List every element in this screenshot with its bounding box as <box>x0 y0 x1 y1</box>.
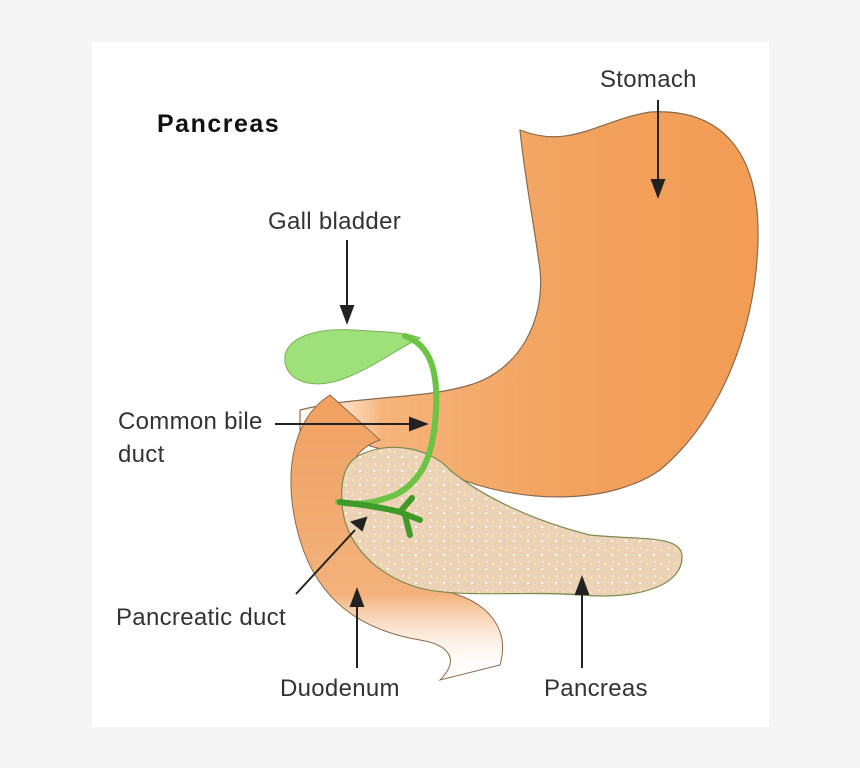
pancreatic-duct-shape <box>337 495 423 538</box>
gall-bladder-shape <box>284 329 422 385</box>
label-stomach: Stomach <box>600 66 697 93</box>
diagram-title: Pancreas <box>157 110 281 138</box>
stomach-shape <box>299 111 759 498</box>
label-common-bile-duct-line2: duct <box>118 441 165 468</box>
common-bile-duct-shape <box>335 333 440 507</box>
label-pancreas: Pancreas <box>544 675 648 702</box>
label-gall-bladder: Gall bladder <box>268 208 402 235</box>
label-duodenum: Duodenum <box>280 675 400 702</box>
pancreas-shape <box>340 446 683 597</box>
label-common-bile-duct-line1: Common bile <box>118 408 263 435</box>
label-pancreatic-duct: Pancreatic duct <box>116 604 286 631</box>
pancreatic-duct-arrow <box>295 529 356 595</box>
